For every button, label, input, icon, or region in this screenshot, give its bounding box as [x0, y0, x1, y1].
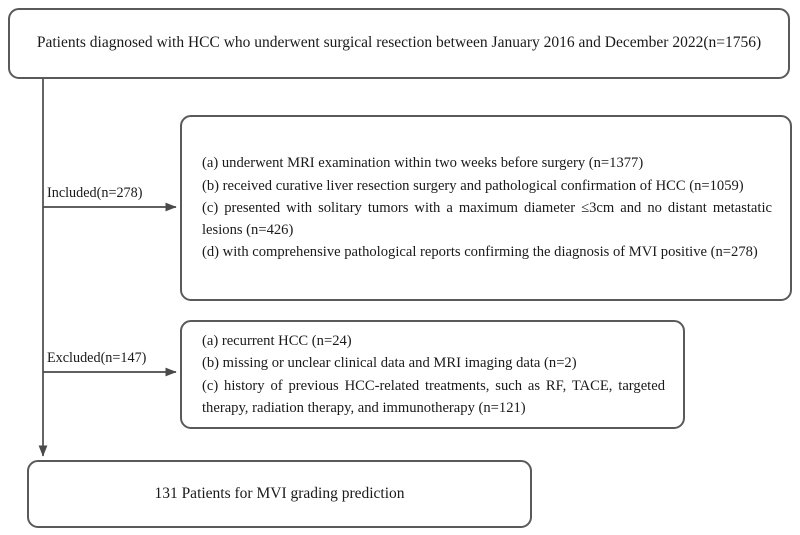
inclusion-criterion-d: (d) with comprehensive pathological repo… [202, 244, 758, 261]
exclusion-criterion-a: (a) recurrent HCC (n=24) [202, 332, 352, 349]
node-source-population: Patients diagnosed with HCC who underwen… [8, 8, 790, 79]
inclusion-criteria-list: (a) underwent MRI examination within two… [182, 152, 790, 264]
source-population-text: Patients diagnosed with HCC who underwen… [36, 34, 762, 52]
exclusion-criteria-list: (a) recurrent HCC (n=24) (b) missing or … [182, 330, 683, 419]
edge-label-excluded: Excluded(n=147) [46, 350, 148, 366]
final-cohort-text: 131 Patients for MVI grading prediction [154, 485, 405, 502]
node-inclusion-criteria: (a) underwent MRI examination within two… [180, 115, 792, 301]
exclusion-criterion-b: (b) missing or unclear clinical data and… [202, 355, 577, 372]
inclusion-criterion-b: (b) received curative liver resection su… [202, 177, 744, 194]
inclusion-criterion-c: (c) presented with solitary tumors with … [202, 199, 772, 239]
node-final-cohort: 131 Patients for MVI grading prediction [27, 460, 532, 528]
edge-label-included: Included(n=278) [46, 185, 144, 201]
node-exclusion-criteria: (a) recurrent HCC (n=24) (b) missing or … [180, 320, 685, 429]
inclusion-criterion-a: (a) underwent MRI examination within two… [202, 155, 644, 172]
exclusion-criterion-c: (c) history of previous HCC-related trea… [202, 377, 665, 416]
